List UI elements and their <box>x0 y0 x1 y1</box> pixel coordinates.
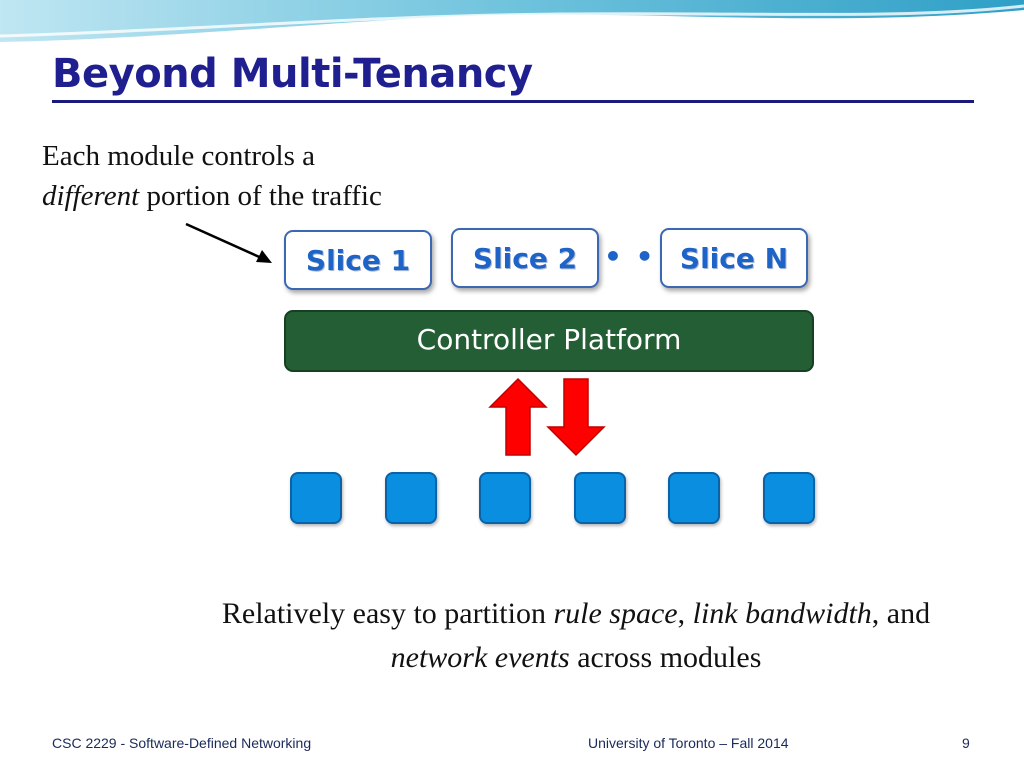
annotation-text: Each module controls a different portion… <box>42 136 382 216</box>
switch-node <box>574 472 626 524</box>
caption-rule-space: rule space <box>553 597 678 630</box>
up-arrow-icon <box>488 377 548 456</box>
down-arrow-icon <box>546 378 606 457</box>
annotation-line-1: Each module controls a <box>42 140 315 172</box>
caption-part-1: Relatively easy to partition <box>221 597 554 630</box>
controller-platform-box: Controller Platform <box>284 310 814 372</box>
slice-1-label: Slice 1 <box>305 243 411 277</box>
footer-page-number: 9 <box>962 735 970 751</box>
slice-2-label: Slice 2 <box>472 241 578 275</box>
annotation-emphasis: different <box>42 180 140 212</box>
slice-2-box: Slice 2 <box>451 228 599 288</box>
caption-network-events: network events <box>390 641 570 674</box>
switch-node <box>668 472 720 524</box>
caption-part-4: across modules <box>569 641 762 674</box>
switch-node <box>385 472 437 524</box>
footer-course: CSC 2229 - Software-Defined Networking <box>52 735 312 751</box>
annotation-line-2-rest: portion of the traffic <box>139 180 382 212</box>
slice-n-label: Slice N <box>679 241 789 275</box>
title-underline <box>52 100 974 103</box>
slice-1-box: Slice 1 <box>284 230 432 290</box>
annotation-arrow-icon <box>185 222 272 263</box>
controller-platform-label: Controller Platform <box>416 322 682 356</box>
slice-n-box: Slice N <box>660 228 808 288</box>
footer-institution: University of Toronto – Fall 2014 <box>588 735 789 751</box>
caption-link-bandwidth: link bandwidth <box>692 597 872 630</box>
caption-part-2: , <box>677 597 693 630</box>
header-wave-decoration <box>0 0 1024 42</box>
slide-title: Beyond Multi-Tenancy <box>52 51 533 97</box>
switch-node <box>479 472 531 524</box>
annotation-line-2: different portion of the traffic <box>42 176 382 216</box>
caption-part-3: , and <box>871 597 931 630</box>
up-down-arrows <box>488 377 606 457</box>
switch-node <box>763 472 815 524</box>
switch-node <box>290 472 342 524</box>
caption-text: Relatively easy to partition rule space,… <box>216 592 936 680</box>
